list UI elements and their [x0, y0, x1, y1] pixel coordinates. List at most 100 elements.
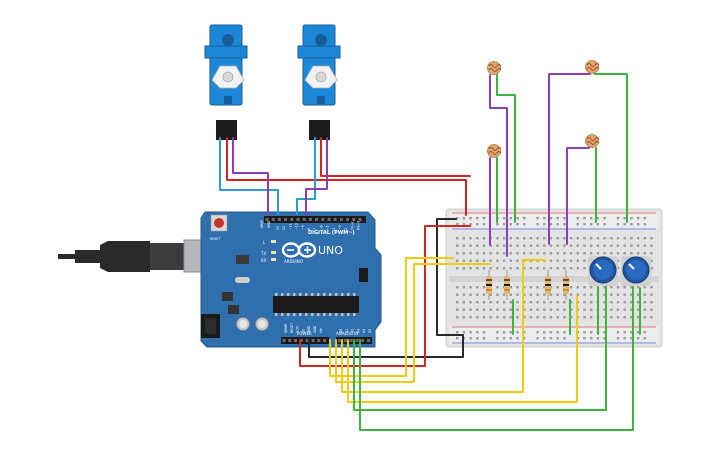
breadboard-hole[interactable]: [476, 237, 479, 240]
breadboard-hole[interactable]: [616, 217, 620, 220]
breadboard-hole[interactable]: [569, 267, 573, 270]
breadboard-hole[interactable]: [469, 244, 472, 247]
breadboard-hole[interactable]: [456, 301, 459, 304]
breadboard-hole[interactable]: [523, 301, 526, 304]
breadboard-hole[interactable]: [536, 267, 539, 270]
breadboard-hole[interactable]: [482, 244, 486, 247]
breadboard-hole[interactable]: [623, 217, 626, 220]
breadboard-hole[interactable]: [523, 337, 526, 340]
breadboard-hole[interactable]: [523, 237, 526, 240]
breadboard-hole[interactable]: [590, 308, 593, 311]
breadboard-hole[interactable]: [636, 252, 640, 255]
potentiometer-1[interactable]: [588, 256, 618, 286]
breadboard-hole[interactable]: [462, 331, 466, 334]
breadboard-hole[interactable]: [509, 237, 512, 240]
breadboard-hole[interactable]: [509, 331, 512, 334]
breadboard-hole[interactable]: [569, 293, 573, 296]
breadboard-hole[interactable]: [623, 316, 626, 319]
breadboard-hole[interactable]: [590, 301, 593, 304]
breadboard-hole[interactable]: [516, 331, 519, 334]
breadboard-hole[interactable]: [476, 331, 479, 334]
breadboard-hole[interactable]: [636, 217, 640, 220]
breadboard-hole[interactable]: [590, 252, 593, 255]
breadboard-hole[interactable]: [529, 301, 533, 304]
header-pin[interactable]: [308, 218, 312, 221]
breadboard-hole[interactable]: [576, 223, 579, 226]
breadboard-hole[interactable]: [509, 217, 512, 220]
header-pin[interactable]: [327, 218, 331, 221]
breadboard-hole[interactable]: [590, 337, 593, 340]
breadboard-hole[interactable]: [549, 217, 553, 220]
breadboard-hole[interactable]: [489, 301, 492, 304]
header-pin[interactable]: [343, 339, 347, 342]
breadboard-hole[interactable]: [456, 286, 459, 289]
breadboard-hole[interactable]: [590, 316, 593, 319]
breadboard-hole[interactable]: [623, 337, 626, 340]
wire-a5-green[interactable]: [359, 284, 634, 431]
breadboard-hole[interactable]: [469, 286, 472, 289]
breadboard-hole[interactable]: [616, 286, 620, 289]
breadboard-hole[interactable]: [469, 331, 472, 334]
breadboard-hole[interactable]: [583, 259, 586, 262]
breadboard-hole[interactable]: [536, 237, 539, 240]
header-pin[interactable]: [338, 339, 341, 342]
breadboard-hole[interactable]: [583, 331, 586, 334]
breadboard-hole[interactable]: [482, 308, 486, 311]
breadboard-hole[interactable]: [476, 308, 479, 311]
wire-a1-yellow[interactable]: [335, 263, 491, 383]
breadboard-hole[interactable]: [456, 337, 459, 340]
breadboard-hole[interactable]: [616, 331, 620, 334]
breadboard-hole[interactable]: [543, 237, 546, 240]
breadboard-hole[interactable]: [630, 223, 633, 226]
breadboard-hole[interactable]: [590, 217, 593, 220]
breadboard-hole[interactable]: [556, 337, 559, 340]
breadboard-hole[interactable]: [563, 244, 566, 247]
breadboard-hole[interactable]: [590, 223, 593, 226]
breadboard-hole[interactable]: [496, 237, 499, 240]
breadboard-hole[interactable]: [516, 301, 519, 304]
breadboard-hole[interactable]: [576, 267, 579, 270]
breadboard-hole[interactable]: [576, 293, 579, 296]
breadboard-hole[interactable]: [509, 301, 512, 304]
breadboard-hole[interactable]: [502, 252, 506, 255]
breadboard-hole[interactable]: [469, 223, 472, 226]
header-pin[interactable]: [311, 339, 315, 342]
breadboard-hole[interactable]: [469, 267, 472, 270]
breadboard-hole[interactable]: [636, 337, 640, 340]
breadboard-hole[interactable]: [549, 337, 553, 340]
breadboard-hole[interactable]: [630, 286, 633, 289]
breadboard-hole[interactable]: [623, 331, 626, 334]
breadboard-hole[interactable]: [462, 301, 466, 304]
breadboard-hole[interactable]: [543, 316, 546, 319]
breadboard-hole[interactable]: [569, 301, 573, 304]
breadboard-hole[interactable]: [549, 259, 553, 262]
breadboard-hole[interactable]: [616, 337, 620, 340]
breadboard-hole[interactable]: [569, 244, 573, 247]
breadboard-hole[interactable]: [563, 337, 566, 340]
breadboard-hole[interactable]: [482, 293, 486, 296]
breadboard-hole[interactable]: [536, 308, 539, 311]
breadboard-hole[interactable]: [576, 252, 579, 255]
breadboard-hole[interactable]: [576, 286, 579, 289]
header-pin[interactable]: [284, 218, 288, 221]
breadboard-hole[interactable]: [536, 244, 539, 247]
breadboard-hole[interactable]: [509, 337, 512, 340]
breadboard-hole[interactable]: [569, 237, 573, 240]
breadboard-hole[interactable]: [456, 237, 459, 240]
breadboard-hole[interactable]: [523, 223, 526, 226]
breadboard-hole[interactable]: [502, 237, 506, 240]
breadboard-hole[interactable]: [563, 301, 566, 304]
breadboard-hole[interactable]: [590, 331, 593, 334]
breadboard-hole[interactable]: [610, 293, 613, 296]
breadboard-hole[interactable]: [643, 286, 646, 289]
wire-a4-green[interactable]: [353, 284, 607, 411]
breadboard-hole[interactable]: [502, 301, 506, 304]
breadboard-hole[interactable]: [482, 217, 486, 220]
breadboard-hole[interactable]: [496, 316, 499, 319]
breadboard-hole[interactable]: [469, 252, 472, 255]
breadboard-hole[interactable]: [476, 259, 479, 262]
breadboard-hole[interactable]: [583, 316, 586, 319]
breadboard-hole[interactable]: [509, 308, 512, 311]
breadboard-hole[interactable]: [516, 308, 519, 311]
breadboard-hole[interactable]: [529, 252, 533, 255]
